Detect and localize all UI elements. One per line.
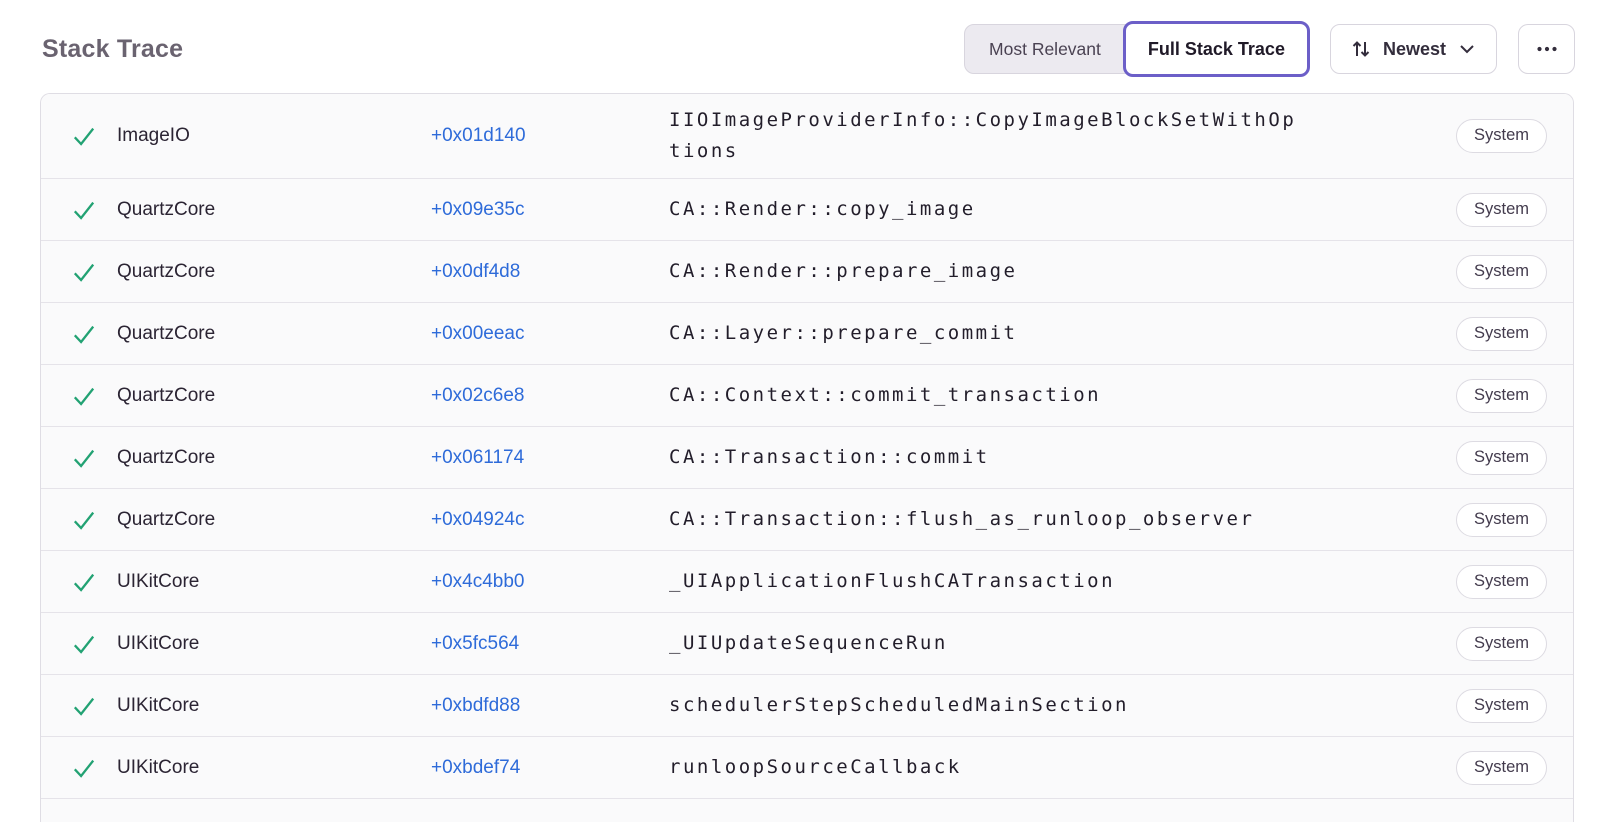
frame-module: QuartzCore [117, 508, 216, 530]
frame-function: CA::Layer::prepare_commit [669, 322, 1018, 344]
frame-address-link[interactable]: +0x01d140 [431, 125, 526, 146]
chevron-down-icon [1457, 39, 1477, 59]
system-badge: System [1455, 750, 1547, 785]
system-badge: System [1455, 626, 1547, 661]
stack-frame-row[interactable]: ImageIO +0x01d140 IIOImageProviderInfo::… [41, 94, 1573, 179]
frame-module: UIKitCore [117, 570, 200, 592]
segment-most-relevant[interactable]: Most Relevant [965, 25, 1125, 73]
stack-frame-row[interactable]: UIKitCore +0x5fc564 _UIUpdateSequenceRun… [41, 613, 1573, 675]
sort-order-button[interactable]: Newest [1329, 24, 1497, 74]
symbolicated-check-icon [71, 445, 97, 471]
frame-address-link[interactable]: +0x00eeac [431, 322, 525, 344]
frame-module: QuartzCore [117, 260, 216, 282]
stack-frame-row[interactable]: UIKitCore +0xbdef74 runloopSourceCallbac… [41, 737, 1573, 799]
page-title: Stack Trace [42, 34, 184, 63]
frame-address-link[interactable]: +0xbdfd88 [431, 694, 521, 716]
frame-function: _UIApplicationFlushCATransaction [669, 570, 1116, 592]
frame-address-link[interactable]: +0x5fc564 [431, 632, 520, 654]
frame-function: IIOImageProviderInfo::CopyImageBlockSetW… [669, 109, 1297, 162]
frame-module: UIKitCore [117, 756, 200, 778]
frame-function: _UIUpdateSequenceRun [669, 632, 948, 654]
system-badge: System [1455, 119, 1547, 153]
symbolicated-check-icon [71, 507, 97, 533]
frame-function: runloopSourceCallback [669, 756, 962, 778]
stack-frame-row[interactable]: QuartzCore +0x09e35c CA::Render::copy_im… [41, 179, 1573, 241]
frame-function: CA::Transaction::commit [669, 446, 990, 468]
frame-function: CA::Transaction::flush_as_runloop_observ… [669, 508, 1255, 530]
arrows-up-down-icon [1350, 38, 1372, 60]
stack-frame-row[interactable]: UIKitCore +0x4c4bb0 _UIApplicationFlushC… [41, 551, 1573, 613]
frame-function: CA::Context::commit_transaction [669, 384, 1102, 406]
frame-module: QuartzCore [117, 446, 216, 468]
frame-module: UIKitCore [117, 632, 200, 654]
system-badge: System [1455, 502, 1547, 537]
stack-frame-row[interactable]: QuartzCore +0x02c6e8 CA::Context::commit… [41, 365, 1573, 427]
stack-frame-row[interactable]: QuartzCore +0x0df4d8 CA::Render::prepare… [41, 241, 1573, 303]
frame-module: UIKitCore [117, 694, 200, 716]
system-badge: System [1455, 254, 1547, 289]
stack-frame-row[interactable]: UIKitCore +0xbdfd88 schedulerStepSchedul… [41, 675, 1573, 737]
frame-address-link[interactable]: +0x061174 [431, 446, 525, 468]
system-badge: System [1455, 192, 1547, 227]
frame-address-link[interactable]: +0x04924c [431, 508, 525, 530]
frame-address-link[interactable]: +0x09e35c [431, 198, 525, 220]
frame-module: QuartzCore [117, 198, 216, 220]
symbolicated-check-icon [71, 321, 97, 347]
symbolicated-check-icon [71, 383, 97, 409]
toolbar: Most Relevant Full Stack Trace Newest [964, 21, 1575, 77]
frame-address-link[interactable]: +0x0df4d8 [431, 260, 521, 282]
more-options-button[interactable] [1518, 24, 1575, 74]
system-badge: System [1455, 564, 1547, 599]
stack-frame-row[interactable]: QuartzCore +0x061174 CA::Transaction::co… [41, 427, 1573, 489]
system-badge: System [1455, 688, 1547, 723]
symbolicated-check-icon [71, 755, 97, 781]
sort-label: Newest [1382, 38, 1446, 59]
stack-view-segmented-control: Most Relevant Full Stack Trace [964, 21, 1310, 77]
frame-function: schedulerStepScheduledMainSection [669, 694, 1129, 716]
frame-module: ImageIO [117, 125, 190, 146]
symbolicated-check-icon [71, 693, 97, 719]
frame-function: CA::Render::copy_image [669, 198, 976, 220]
symbolicated-check-icon [71, 123, 97, 149]
frame-address-link[interactable]: +0x02c6e8 [431, 384, 525, 406]
symbolicated-check-icon [71, 631, 97, 657]
frame-module: QuartzCore [117, 384, 216, 406]
segment-full-stack-trace[interactable]: Full Stack Trace [1122, 21, 1310, 77]
header: Stack Trace Most Relevant Full Stack Tra… [42, 16, 1575, 82]
frame-function: CA::Render::prepare_image [669, 260, 1018, 282]
frame-module: QuartzCore [117, 322, 216, 344]
stack-frame-row[interactable]: QuartzCore +0x00eeac CA::Layer::prepare_… [41, 303, 1573, 365]
system-badge: System [1455, 378, 1547, 413]
symbolicated-check-icon [71, 569, 97, 595]
system-badge: System [1455, 440, 1547, 475]
stack-trace-table: ImageIO +0x01d140 IIOImageProviderInfo::… [40, 93, 1574, 822]
ellipsis-icon [1534, 36, 1560, 62]
symbolicated-check-icon [71, 259, 97, 285]
system-badge: System [1455, 316, 1547, 351]
frame-address-link[interactable]: +0xbdef74 [431, 756, 521, 778]
symbolicated-check-icon [71, 197, 97, 223]
frame-address-link[interactable]: +0x4c4bb0 [431, 570, 525, 592]
stack-frame-row[interactable]: QuartzCore +0x04924c CA::Transaction::fl… [41, 489, 1573, 551]
